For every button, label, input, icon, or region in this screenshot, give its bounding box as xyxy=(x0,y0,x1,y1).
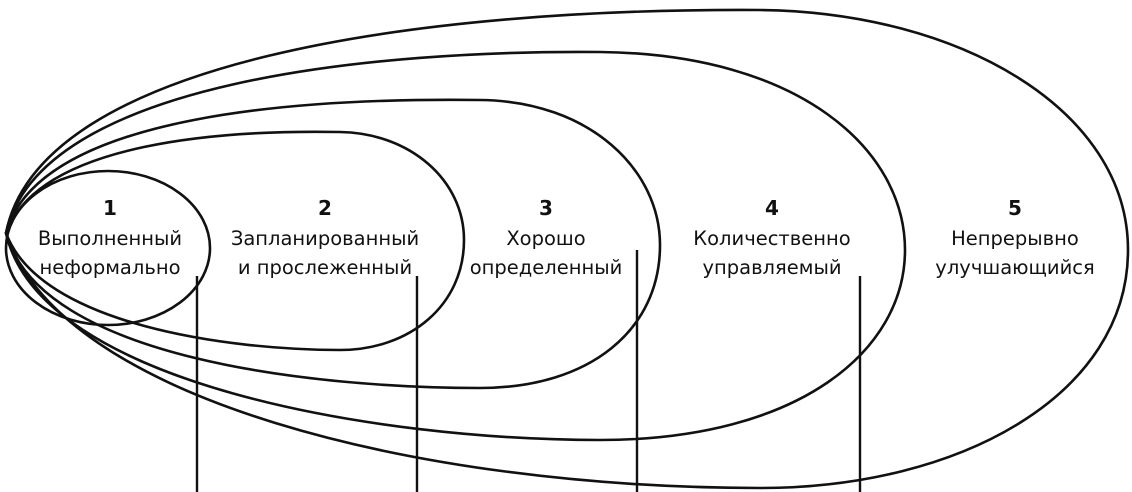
level-4-line-1: Количественно xyxy=(693,227,850,250)
level-2-line-1: Запланированный xyxy=(231,227,419,250)
level-2-line-2: и прослеженный xyxy=(238,256,412,279)
level-3-line-1: Хорошо xyxy=(506,227,585,250)
level-5-line-1: Непрерывно xyxy=(951,227,1079,250)
level-1-line-1: Выполненный xyxy=(38,227,182,250)
level-5-number: 5 xyxy=(1008,196,1022,220)
level-2-boundary xyxy=(4,130,466,352)
level-5-line-2: улучшающийся xyxy=(935,256,1094,279)
level-4-line-2: управляемый xyxy=(702,256,841,279)
level-3-line-2: определенный xyxy=(470,256,623,279)
level-4-number: 4 xyxy=(765,196,779,220)
level-3-boundary xyxy=(4,98,662,390)
level-1-boundary xyxy=(4,169,212,327)
level-3-number: 3 xyxy=(539,196,553,220)
level-5-boundary xyxy=(4,8,1130,490)
level-1-line-2: неформально xyxy=(39,256,180,279)
level-4-boundary xyxy=(4,50,907,442)
level-2-number: 2 xyxy=(318,196,332,220)
level-1-number: 1 xyxy=(103,196,117,220)
